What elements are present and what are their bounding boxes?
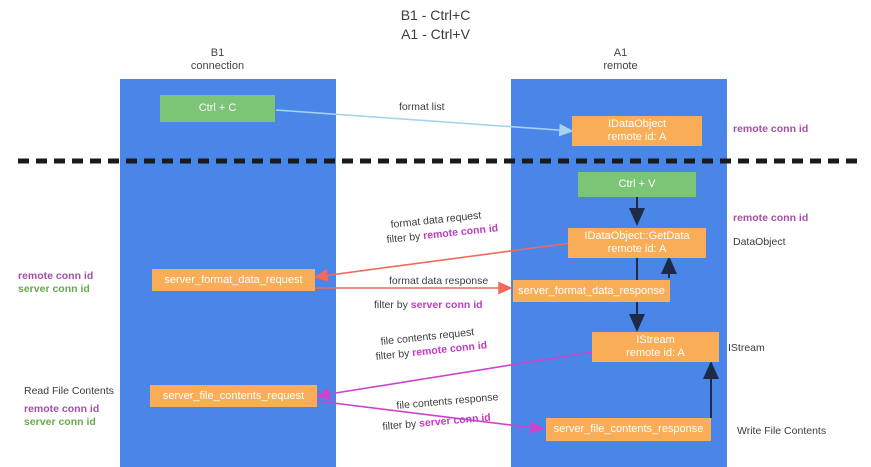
edge-label-file-contents-response-1: file contents response [396, 391, 499, 412]
node-ctrl-v-label: Ctrl + V [618, 178, 656, 190]
lane-header-a1: A1 remote [553, 47, 688, 73]
annotation-left-server-conn-id-2: server conn id [24, 416, 96, 428]
filter-key-server-conn-id-1: server conn id [410, 299, 483, 311]
edge-label-file-contents-response-2: filter by server conn id [382, 411, 492, 433]
annotation-write-file-contents: Write File Contents [737, 425, 827, 437]
node-istream-line2: remote id: A [626, 347, 685, 359]
edge-label-format-list: format list [399, 101, 445, 113]
annotation-remote-conn-id-mid: remote conn id [733, 212, 809, 224]
node-istream[interactable]: IStream remote id: A [592, 332, 719, 362]
node-idataobject-line2: remote id: A [607, 131, 667, 143]
annotation-left-remote-conn-id-1: remote conn id [18, 270, 94, 282]
node-idataobject[interactable]: IDataObject remote id: A [572, 116, 702, 146]
edge-label-format-data-response-2: filter by server conn id [374, 299, 483, 311]
annotation-remote-conn-id-top: remote conn id [733, 123, 809, 135]
lane-header-b1: B1 connection [150, 47, 285, 73]
node-idataobject-line1: IDataObject [607, 118, 667, 130]
node-server-file-contents-request[interactable]: server_file_contents_request [150, 385, 317, 407]
node-getdata-line1: IDataObject::GetData [584, 230, 690, 242]
node-server-format-data-request[interactable]: server_format_data_request [152, 269, 315, 291]
node-server-file-contents-response[interactable]: server_file_contents_response [546, 418, 711, 441]
node-ctrl-v[interactable]: Ctrl + V [578, 172, 696, 197]
edge-label-format-data-response-1: format data response [389, 275, 489, 287]
node-ctrl-c[interactable]: Ctrl + C [160, 95, 275, 122]
title-line-2: A1 - Ctrl+V [401, 26, 470, 42]
lane-a1-role: remote [603, 60, 638, 72]
node-istream-line1: IStream [636, 334, 675, 346]
lane-b1-role: connection [190, 60, 245, 72]
annotation-istream: IStream [728, 342, 765, 354]
node-file-req-label: server_file_contents_request [162, 389, 305, 402]
lane-b1-name: B1 [210, 47, 225, 59]
node-file-resp-label: server_file_contents_response [553, 423, 704, 435]
node-getdata[interactable]: IDataObject::GetData remote id: A [568, 228, 706, 258]
annotation-left-remote-conn-id-2: remote conn id [24, 403, 100, 415]
lane-a1-name: A1 [613, 47, 628, 59]
annotation-dataobject: DataObject [733, 236, 786, 248]
annotation-read-file-contents: Read File Contents [24, 385, 114, 397]
title-line-1: B1 - Ctrl+C [400, 7, 471, 23]
node-ctrl-c-label: Ctrl + C [198, 102, 237, 114]
annotation-left-server-conn-id-1: server conn id [18, 283, 90, 295]
filter-key-server-conn-id-2: server conn id [418, 411, 492, 430]
page-title: B1 - Ctrl+C A1 - Ctrl+V [0, 6, 871, 44]
node-getdata-line2: remote id: A [607, 243, 667, 255]
node-fmt-req-label: server_format_data_request [164, 273, 303, 286]
node-server-format-data-response[interactable]: server_format_data_response [513, 280, 670, 302]
node-fmt-resp-label: server_format_data_response [518, 284, 665, 297]
